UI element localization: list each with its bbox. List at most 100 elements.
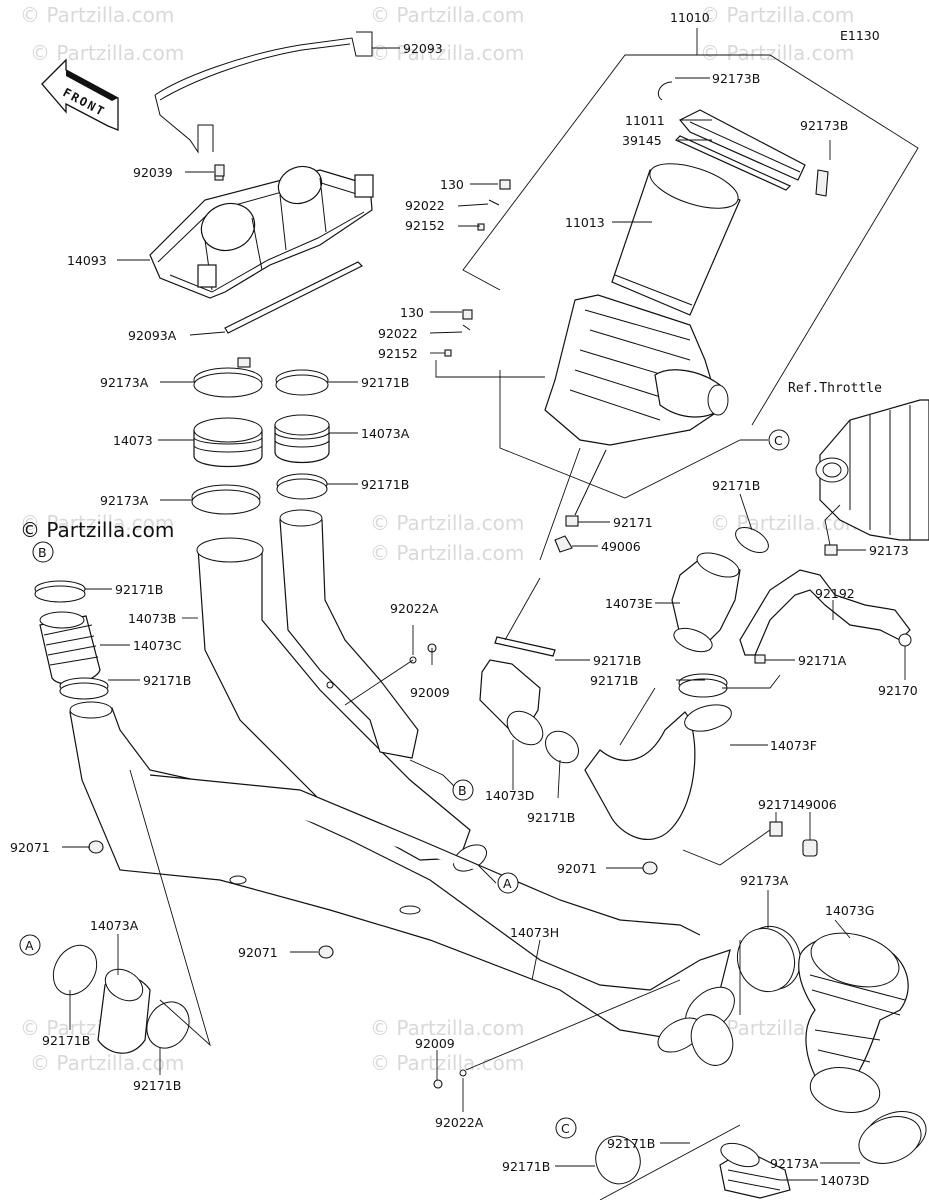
part-label: 14073C [133,638,182,653]
duct-14073D-bot [719,1142,791,1199]
clamp-92171A [754,654,766,664]
part-label: 92171 [613,515,653,530]
part-label: 92173A [740,873,789,888]
clamp-92173A-r [737,925,801,993]
part-label: 92152 [378,346,418,361]
part-label: 92173 [869,543,909,558]
clamp-92171B-mid2 [735,527,769,553]
part-label: 11010 [670,10,710,25]
watermark: © Partzilla.com [700,3,854,27]
callout-b: B [458,783,467,798]
part-label: 14073F [770,738,817,753]
duct-14073F [584,704,732,840]
clamp-92173A-1 [193,357,263,398]
part-label: 92071 [238,945,278,960]
duct-14073 [193,417,263,468]
part-label: 14073A [361,426,410,441]
part-label: 92009 [415,1036,455,1051]
part-label: 92173A [100,375,149,390]
part-label: 11011 [625,113,665,128]
clamp-92171B-2 [276,473,328,500]
part-label: 92171B [143,673,191,688]
copyright-text: © Partzilla.com [20,518,174,542]
leader-lines [62,47,906,1200]
seal-strip-92093A [224,261,364,334]
part-label: 92071 [10,840,50,855]
bolts [214,164,511,1089]
wire-clip-92173B [657,81,829,197]
air-filter-element-11013 [611,163,741,316]
duct-14073D-mid [479,659,544,746]
part-label: 14073B [128,611,176,626]
part-label: 14073 [113,433,153,448]
seal-39145 [674,135,792,191]
part-label: 130 [440,177,464,192]
left-duct-stack [34,580,109,700]
watermark: © Partzilla.com [370,41,524,65]
part-label: 92173A [770,1156,819,1171]
clamp-92171B-bot1 [690,1014,734,1066]
part-label: 92093A [128,328,177,343]
part-label: 92171 [758,797,798,812]
clamp-92171B-1 [275,369,329,396]
part-label: 92171B [133,1078,181,1093]
part-labels: 11010 92093 92173B 11011 39145 92173B 13… [10,10,918,1188]
part-label: 92171B [712,478,760,493]
hose-92192 [739,569,911,656]
part-label: 92171B [593,653,641,668]
part-label: 92173B [800,118,848,133]
callout-c-circle [555,1117,577,1139]
part-label: 14073D [820,1173,869,1188]
part-label: 39145 [622,133,662,148]
part-label: 92173B [712,71,760,86]
grommets-92071 [88,840,658,959]
part-label: 92171B [527,810,575,825]
callout-a-circle [497,872,519,894]
part-label: 92170 [878,683,918,698]
part-label: 11013 [565,215,605,230]
part-label: 92171B [607,1136,655,1151]
watermark: © Partzilla.com [370,511,524,535]
part-label: 14073D [485,788,534,803]
callout-c: C [561,1121,570,1136]
part-label: 14073E [605,596,653,611]
part-label: 92173A [100,493,149,508]
filter-cover-11011 [679,109,806,181]
part-label: 92171B [42,1033,90,1048]
part-label: 92022A [390,601,439,616]
part-label: 92171B [115,582,163,597]
callout-b-circle [452,779,474,801]
figure-code: E1130 [840,28,880,43]
duct-14073A-bot [97,968,151,1054]
part-label: 14093 [67,253,107,268]
part-label: 130 [400,305,424,320]
watermark: © Partzilla.com [20,3,174,27]
clamp-92173A-bot [858,1111,927,1164]
intake-duct-pair [196,509,488,872]
part-label: 92171A [798,653,847,668]
drain-parts [554,449,607,553]
wire-bracket-92093 [154,31,373,154]
part-label: 92192 [815,586,855,601]
watermark: © Partzilla.com [370,1051,524,1075]
watermark: © Partzilla.com [370,1016,524,1040]
clamp-92171B-bl2 [146,1001,190,1049]
part-label: 92171B [361,477,409,492]
part-label: 92171B [361,375,409,390]
watermark: © Partzilla.com [30,1051,184,1075]
duct-14073E [671,552,741,653]
clamp-92171B-mid3 [545,730,579,764]
callout-a: A [25,938,34,953]
callout-b: B [38,545,47,560]
part-label: 92171B [502,1159,550,1174]
watermark: © Partzilla.com [700,41,854,65]
duct-14073G [798,932,909,1114]
part-label: 92152 [405,218,445,233]
watermark: © Partzilla.com [20,511,174,535]
air-cleaner-box [544,294,729,446]
part-label: 92071 [557,861,597,876]
ref-throttle-label: Ref.Throttle [788,381,882,396]
clamp-92171B-r [678,673,728,698]
callout-b-circle [32,541,54,563]
clamp-92173A-2 [191,484,261,515]
